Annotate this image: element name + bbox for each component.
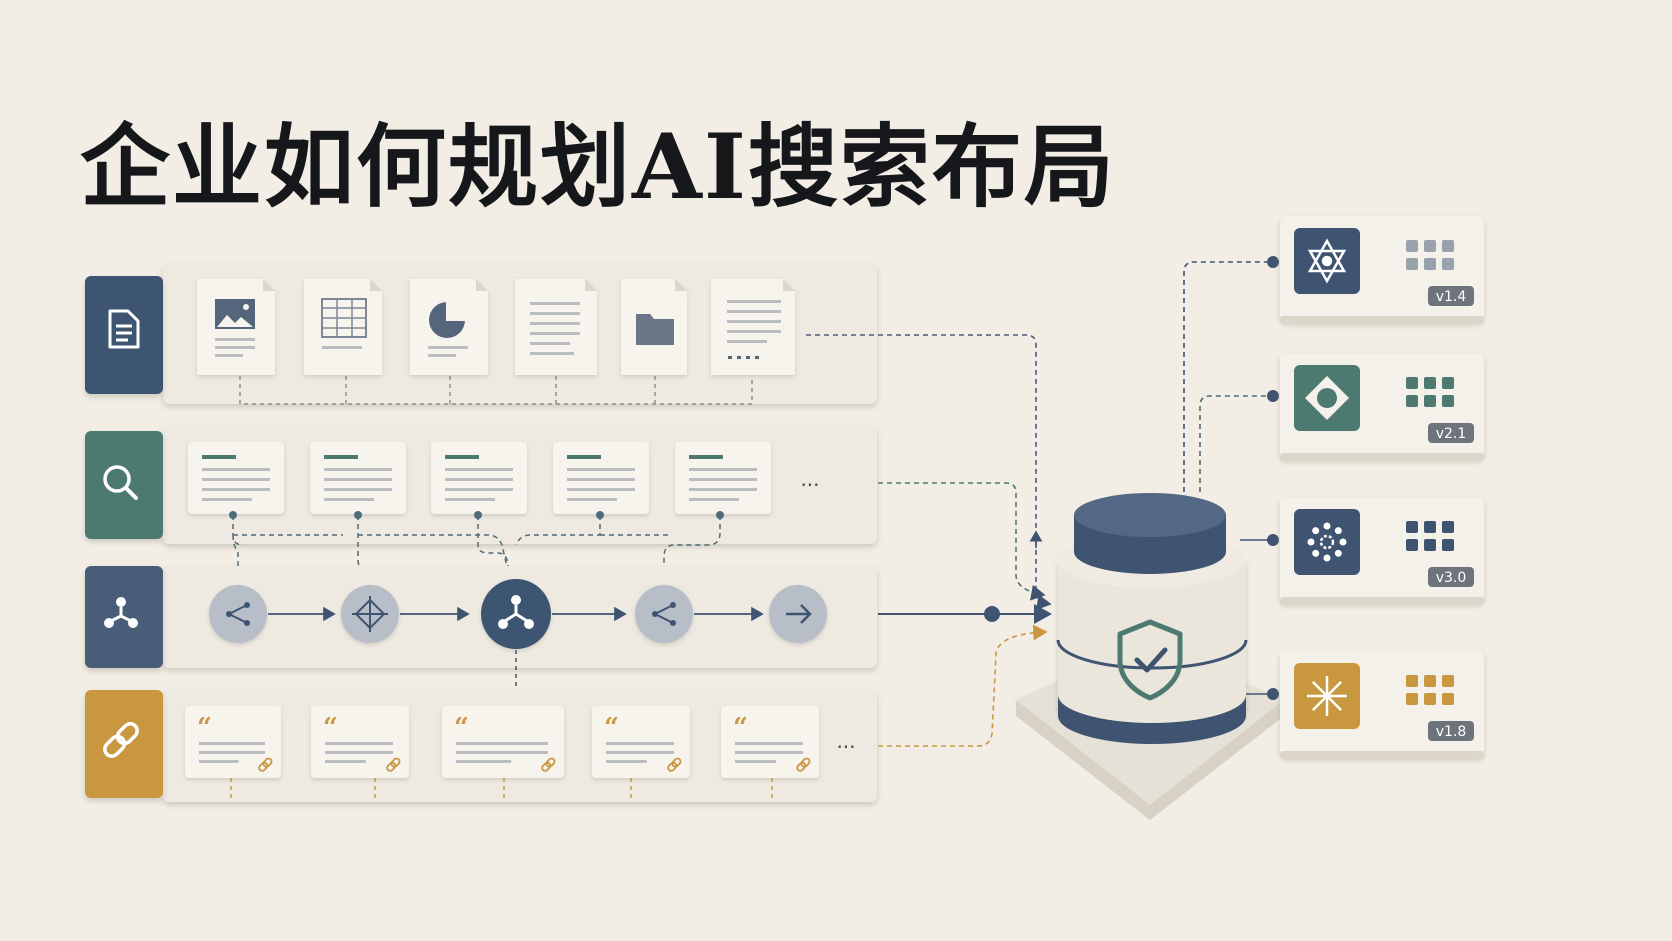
quote-mark: “ (604, 713, 619, 743)
sparkle-icon (1307, 676, 1347, 716)
hub-node-icon[interactable] (481, 579, 551, 649)
version-label: v2.1 (1436, 426, 1467, 442)
pie-chart-file-icon[interactable] (410, 279, 488, 375)
text-file-icon[interactable] (515, 279, 597, 375)
shield-check-icon (1117, 619, 1183, 701)
version-badge (1428, 721, 1474, 741)
search-to-workflow-connectors (232, 515, 721, 587)
link-icon (541, 757, 556, 772)
link-icon (386, 757, 401, 772)
model-card[interactable]: v2.1 (1280, 353, 1484, 461)
version-label: v3.0 (1436, 570, 1467, 586)
grid-icon (1406, 240, 1454, 270)
row-workflow (85, 566, 877, 690)
knowledge-hub[interactable] (1016, 493, 1284, 820)
quote-mark: “ (733, 713, 748, 743)
citation-card[interactable]: “ (311, 706, 409, 778)
row-documents (85, 263, 877, 405)
document-icon (108, 309, 140, 349)
network-star-icon (1307, 238, 1347, 284)
folder-file-icon[interactable] (621, 279, 687, 375)
citation-card[interactable]: “ (185, 706, 281, 778)
model-card[interactable]: v1.8 (1280, 651, 1484, 759)
branch-node-icon[interactable] (635, 585, 693, 643)
result-card[interactable] (675, 442, 771, 514)
arrow-node-icon[interactable] (769, 585, 827, 643)
list-file-icon[interactable] (711, 279, 795, 375)
row-tab[interactable] (85, 276, 163, 394)
row-citations: “ “ “ “ “ ... (85, 690, 877, 802)
connector-dots (229, 511, 724, 519)
model-connector-dots (1267, 256, 1279, 700)
grid-icon (1406, 521, 1454, 551)
version-badge (1428, 286, 1474, 306)
result-card[interactable] (431, 442, 527, 514)
page-title: 企业如何规划AI搜索布局 (80, 114, 1116, 220)
result-card[interactable] (310, 442, 406, 514)
result-card[interactable] (188, 442, 284, 514)
more-results-ellipsis[interactable]: ... (800, 467, 819, 491)
more-citations-ellipsis[interactable]: ... (836, 729, 855, 753)
model-card[interactable]: v3.0 (1280, 497, 1484, 605)
diamond-ring-icon (1305, 376, 1349, 420)
citation-card[interactable]: “ (592, 706, 690, 778)
citation-card[interactable]: “ (721, 706, 819, 778)
version-badge (1428, 567, 1474, 587)
version-badge (1428, 423, 1474, 443)
link-icon (796, 757, 811, 772)
branch-node-icon[interactable] (209, 585, 267, 643)
hub-icon (104, 597, 138, 628)
quote-mark: “ (454, 713, 469, 743)
row-search-results: ... (85, 426, 877, 544)
link-icon (667, 757, 682, 772)
spreadsheet-file-icon[interactable] (304, 279, 382, 375)
version-label: v1.8 (1436, 724, 1467, 740)
crosshair-node-icon[interactable] (341, 585, 399, 643)
dotted-circle-icon (1307, 522, 1347, 562)
row-tab[interactable] (85, 431, 163, 539)
search-icon (103, 465, 138, 500)
flow-connectors (806, 334, 1052, 747)
grid-icon (1406, 377, 1454, 407)
result-card[interactable] (553, 442, 649, 514)
citation-card[interactable]: “ (442, 706, 564, 778)
image-file-icon[interactable] (197, 279, 275, 375)
model-card[interactable]: v1.4 (1280, 216, 1484, 324)
model-icon-tile (1294, 509, 1360, 575)
link-icon (258, 757, 273, 772)
link-icon (103, 722, 139, 758)
version-label: v1.4 (1436, 289, 1467, 305)
quote-mark: “ (323, 713, 338, 743)
grid-icon (1406, 675, 1454, 705)
quote-mark: “ (197, 713, 212, 743)
